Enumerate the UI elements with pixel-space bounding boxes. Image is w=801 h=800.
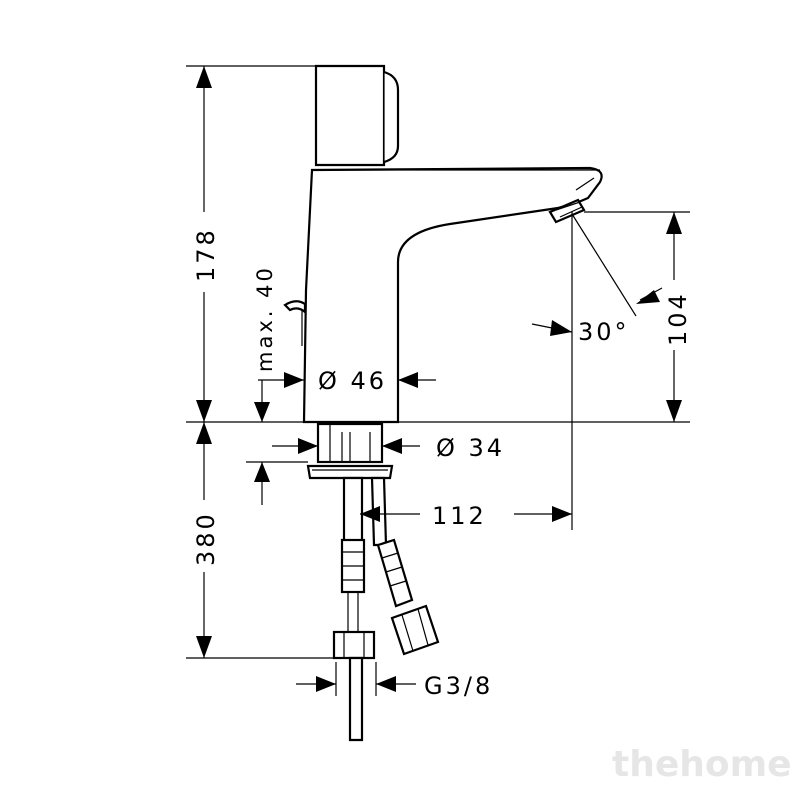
dim-max-40: max. 40 xyxy=(246,265,308,505)
dim-380-label: 380 xyxy=(192,511,220,566)
faucet-outline xyxy=(283,64,603,424)
dim-diameter-34: Ø 34 xyxy=(272,434,505,462)
dim-max-40-label: max. 40 xyxy=(253,265,277,372)
right-hose-fitting xyxy=(376,538,440,656)
popup-lever xyxy=(283,300,307,315)
dim-g38-label: G3/8 xyxy=(424,672,493,700)
dim-diameter-46: Ø 46 xyxy=(258,367,436,395)
dim-30-degrees-label: 30° xyxy=(578,318,630,346)
dim-104: 104 xyxy=(660,212,692,422)
aerator xyxy=(548,198,586,224)
dim-112-label: 112 xyxy=(432,502,487,530)
dim-g38: G3/8 xyxy=(296,662,493,700)
left-hose-fitting xyxy=(332,538,376,742)
mounting-plate xyxy=(306,464,394,480)
dim-diameter-46-label: Ø 46 xyxy=(318,367,387,395)
dim-380: 380 xyxy=(190,422,220,658)
dim-30-degrees: 30° xyxy=(531,213,663,346)
mounting-assembly xyxy=(306,422,440,742)
dim-112: 112 xyxy=(360,212,573,530)
dim-104-label: 104 xyxy=(664,291,692,346)
dim-178-label: 178 xyxy=(192,227,220,282)
hose-left xyxy=(342,476,364,547)
watermark-logo: thehome xyxy=(612,744,792,785)
cartridge-cap xyxy=(314,64,386,167)
hex-nut-right xyxy=(390,604,440,656)
dim-178: 178 xyxy=(190,66,220,422)
dim-diameter-34-label: Ø 34 xyxy=(436,434,505,462)
cartridge-cap-side xyxy=(383,70,400,164)
hex-nut-left xyxy=(332,630,376,660)
